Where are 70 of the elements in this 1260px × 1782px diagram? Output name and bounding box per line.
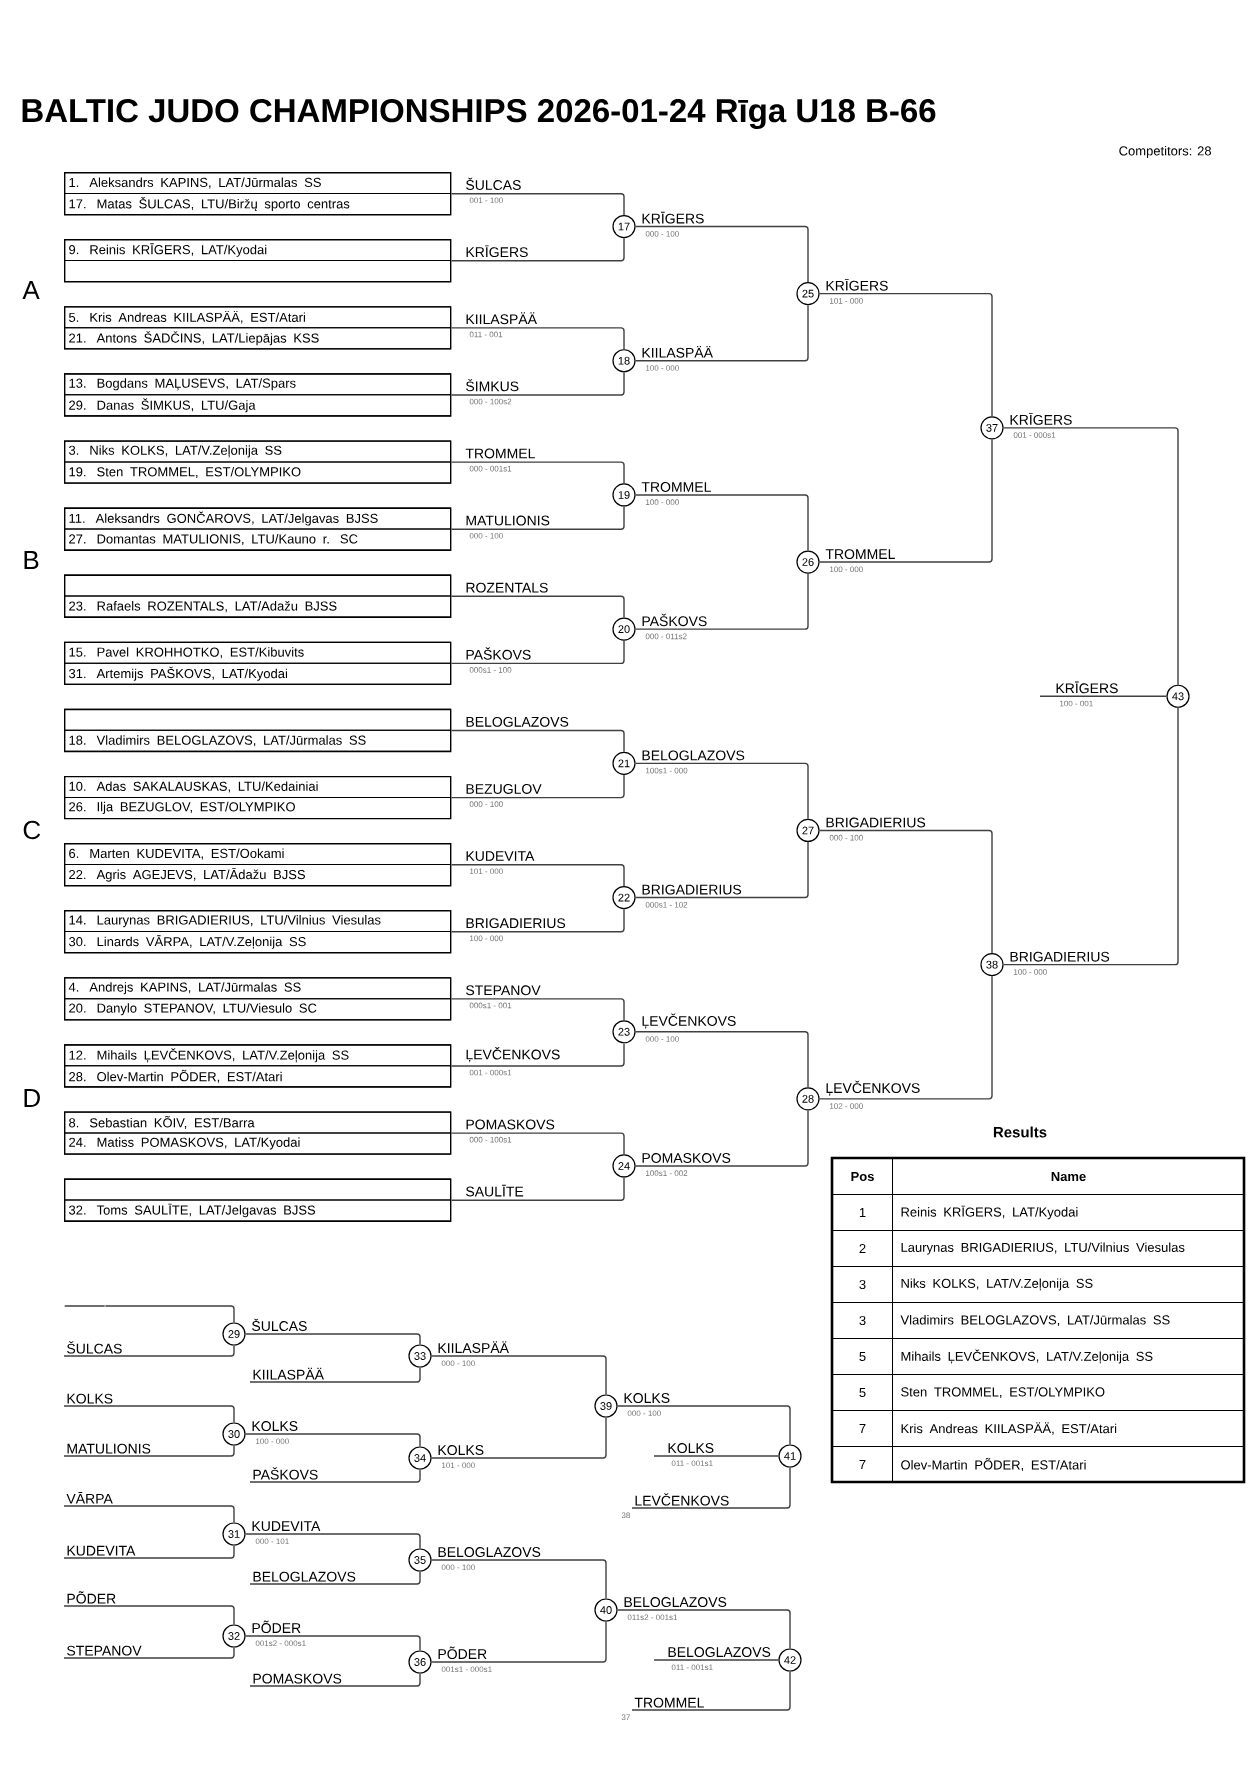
bracket-line (244, 1333, 421, 1346)
bracket-line (450, 237, 625, 262)
bracket-line (430, 1620, 607, 1663)
bracket-line (244, 1433, 421, 1448)
bracket-line (634, 225, 809, 283)
bracket-line (450, 505, 625, 530)
bracket-line (63, 1344, 235, 1357)
bracket-line (450, 908, 625, 933)
bracket-line (818, 829, 993, 954)
bracket-line (244, 1635, 421, 1652)
bracket-line (634, 494, 809, 552)
bracket-line (63, 1405, 235, 1424)
bracket-line (430, 1559, 607, 1600)
bracket-line (450, 595, 625, 619)
bracket-line (631, 1466, 791, 1509)
bracket-line (63, 1544, 235, 1559)
bracket-line (63, 1505, 235, 1524)
bracket-line (430, 1355, 607, 1396)
bracket-line (634, 572, 809, 630)
bracket-line (653, 1455, 780, 1457)
bracket-line (1039, 695, 1168, 697)
bracket-line (818, 975, 993, 1100)
bracket-line (450, 1132, 625, 1156)
pairing-box (64, 1044, 452, 1088)
bracket-line (244, 1533, 421, 1550)
bracket-line (634, 304, 809, 362)
pairing-box (64, 373, 452, 417)
pairing-box (64, 306, 452, 350)
bracket-line (634, 841, 809, 899)
bracket-line (653, 1659, 780, 1661)
bracket-line (450, 461, 625, 485)
empty-slot-line (64, 1305, 106, 1307)
bracket-line (616, 1405, 791, 1446)
bracket-line (104, 1305, 235, 1324)
bracket-line (450, 998, 625, 1021)
bracket-line (634, 1109, 809, 1167)
bracket-line (631, 1670, 791, 1711)
bracket-line (634, 1031, 809, 1088)
pool-letter: A (22, 281, 40, 299)
pairing-box (64, 910, 452, 954)
bracket-line (818, 438, 993, 563)
bracket-line (818, 292, 993, 417)
bracket-line (450, 193, 625, 216)
bracket-line (249, 1672, 421, 1687)
bracket-line (450, 1176, 625, 1201)
pairing-box (64, 239, 452, 283)
bracket-line (616, 1609, 791, 1650)
bracket-line (63, 1646, 235, 1659)
bracket-line (63, 1605, 235, 1626)
pool-letter: C (23, 820, 41, 840)
bracket-line (430, 1416, 607, 1459)
bracket-line (450, 864, 625, 887)
pool-letter: D (24, 1089, 40, 1107)
bracket-line (634, 762, 809, 820)
bracket-line (1002, 707, 1179, 966)
bracket-line (1002, 427, 1179, 686)
bracket-line (450, 640, 625, 665)
bracket-line (249, 1366, 421, 1383)
bracket-line (249, 1570, 421, 1585)
bracket-line (450, 327, 625, 350)
bracket-line (450, 371, 625, 396)
title: BALTIC JUDO CHAMPIONSHIPS 2026-01-24 Rīga U18 B-66 (22, 98, 936, 129)
bracket-line (450, 774, 625, 799)
bracket-line (450, 729, 625, 753)
pool-letter: B (24, 551, 39, 569)
bracket-line (450, 1042, 625, 1067)
bracket-line (63, 1444, 235, 1457)
pairing-box (64, 977, 452, 1021)
empty-row (64, 260, 451, 283)
bracket-line (249, 1468, 421, 1483)
